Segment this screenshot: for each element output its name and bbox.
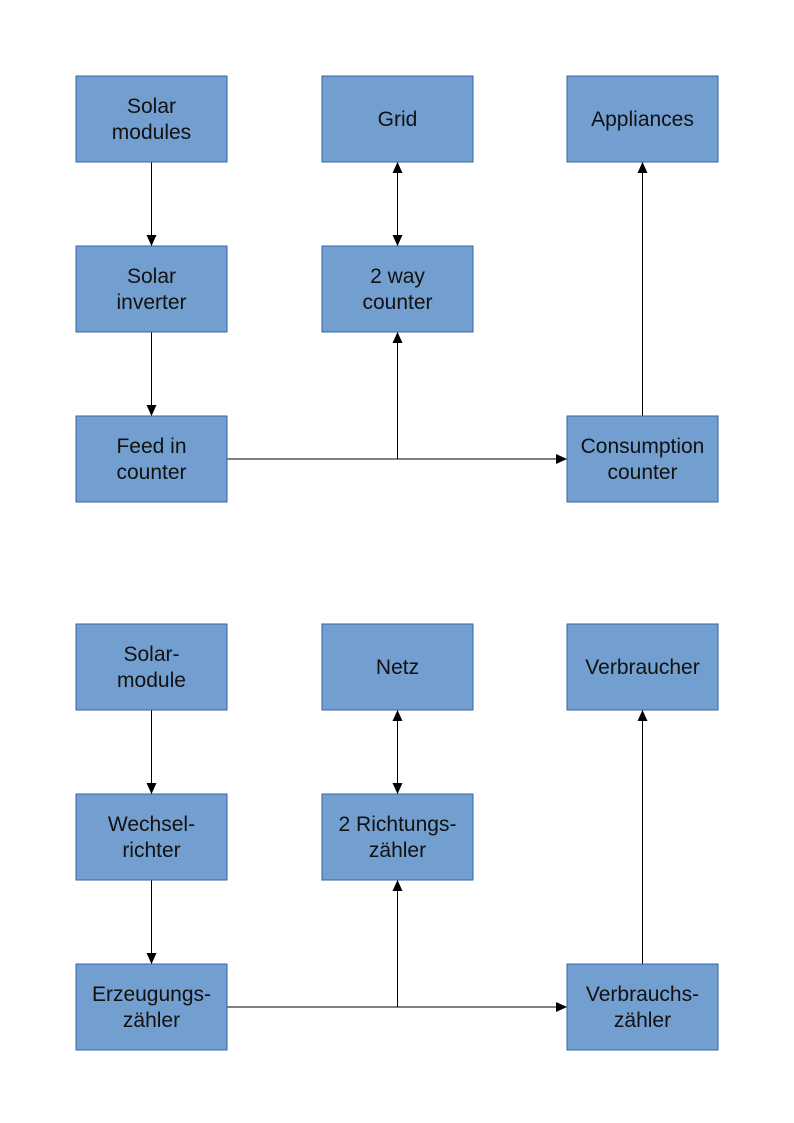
edges-layer (146, 162, 648, 1012)
node-feed-in-counter-label-line: zähler (123, 1009, 180, 1032)
node-grid-box (321, 75, 474, 163)
node-solar-inverter-box (75, 793, 228, 881)
node-solar-modules-label-line: modules (112, 121, 191, 144)
node-solar-inverter-label-line: inverter (116, 291, 186, 314)
node-appliances-box (566, 623, 719, 711)
node-feed-in-counter: Feed in counter (75, 415, 228, 503)
node-feed-in-counter-label-line: Erzeugungs- (92, 983, 211, 1006)
node-consumption-counter: Consumption counter (566, 415, 719, 503)
node-grid-label-line: Grid (378, 108, 418, 131)
node-consumption-counter-box (566, 963, 719, 1051)
node-appliances-label-line: Appliances (591, 108, 694, 131)
node-feed-in-counter-box (75, 963, 228, 1051)
node-solar-inverter: Solar inverter (75, 245, 228, 333)
node-feed-in-counter-label-line: counter (116, 461, 186, 484)
node-two-way-counter-box (321, 793, 474, 881)
node-solar-modules: Solar modules (75, 75, 228, 163)
node-solar-inverter-label-line: richter (122, 839, 180, 862)
node-solar-modules-label-line: module (117, 669, 186, 692)
node-solar-inverter: Wechsel-richter (75, 793, 228, 881)
node-grid-box (321, 623, 474, 711)
node-two-way-counter: 2 way counter (321, 245, 474, 333)
node-two-way-counter-label-line: zähler (369, 839, 426, 862)
node-consumption-counter: Verbrauchs-zähler (566, 963, 719, 1051)
node-solar-modules-box (75, 623, 228, 711)
node-consumption-counter-box (566, 415, 719, 503)
node-solar-modules-box (75, 75, 228, 163)
node-consumption-counter-label-line: counter (607, 461, 677, 484)
node-solar-inverter-label-line: Wechsel- (108, 813, 195, 836)
node-solar-inverter-box (75, 245, 228, 333)
node-two-way-counter-label-line: counter (362, 291, 432, 314)
node-consumption-counter-label-line: Consumption (581, 435, 705, 458)
node-appliances: Appliances (566, 75, 719, 163)
node-feed-in-counter: Erzeugungs-zähler (75, 963, 228, 1051)
node-feed-in-counter-box (75, 415, 228, 503)
node-appliances: Verbraucher (566, 623, 719, 711)
node-feed-in-counter-label-line: Feed in (116, 435, 186, 458)
node-solar-inverter-label-line: Solar (127, 265, 176, 288)
node-two-way-counter-label-line: 2 way (370, 265, 425, 288)
node-grid: Netz (321, 623, 474, 711)
node-two-way-counter-label-line: 2 Richtungs- (339, 813, 457, 836)
node-consumption-counter-label-line: zähler (614, 1009, 671, 1032)
node-two-way-counter: 2 Richtungs-zähler (321, 793, 474, 881)
node-grid: Grid (321, 75, 474, 163)
node-grid-label-line: Netz (376, 656, 419, 679)
node-solar-modules-label-line: Solar (127, 95, 176, 118)
node-two-way-counter-box (321, 245, 474, 333)
node-consumption-counter-label-line: Verbrauchs- (586, 983, 699, 1006)
diagram-en (146, 162, 648, 464)
node-appliances-box (566, 75, 719, 163)
diagram-de (146, 710, 648, 1012)
node-solar-modules: Solar-module (75, 623, 228, 711)
node-appliances-label-line: Verbraucher (585, 656, 699, 679)
node-solar-modules-label-line: Solar- (123, 643, 179, 666)
nodes-de: Solar-module Netz VerbraucherWechsel-richt… (75, 623, 719, 1051)
